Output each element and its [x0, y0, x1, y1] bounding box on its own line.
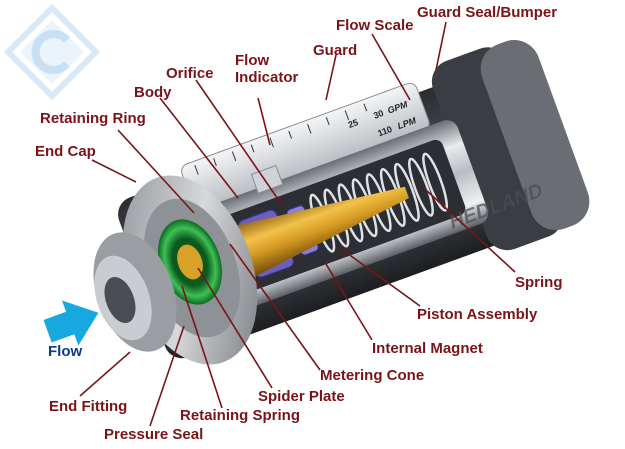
- label-retaining-ring: Retaining Ring: [40, 110, 146, 127]
- label-spider-plate: Spider Plate: [258, 388, 345, 405]
- label-orifice: Orifice: [166, 65, 214, 82]
- scale-gpm-value-2: 25: [347, 117, 360, 130]
- scale-lpm-value: 110: [376, 124, 393, 138]
- label-retaining-spring: Retaining Spring: [180, 407, 300, 424]
- label-flow: Flow: [48, 343, 83, 360]
- label-spring: Spring: [515, 274, 563, 291]
- label-flow-indicator-line1: Flow: [235, 52, 270, 69]
- label-body: Body: [134, 84, 172, 101]
- metering-cone: [203, 186, 409, 291]
- label-flow-indicator-line2: Indicator: [235, 69, 299, 86]
- label-flow-scale: Flow Scale: [336, 17, 414, 34]
- label-guard: Guard: [313, 42, 358, 59]
- label-metering-cone: Metering Cone: [320, 367, 425, 384]
- label-pressure-seal: Pressure Seal: [104, 426, 204, 443]
- arrow-right-icon: [43, 300, 99, 346]
- leader-lines: [79, 21, 516, 427]
- label-end-fitting: End Fitting: [49, 398, 128, 415]
- flow-scale-ticks: [194, 103, 368, 175]
- label-internal-magnet: Internal Magnet: [372, 340, 483, 357]
- label-piston-assembly: Piston Assembly: [417, 306, 538, 323]
- scale-gpm-value: 30: [372, 108, 385, 121]
- label-end-cap: End Cap: [35, 143, 96, 160]
- end-fitting: [93, 232, 177, 352]
- label-guard-seal-bumper: Guard Seal/Bumper: [417, 4, 558, 21]
- c-logo-icon: [3, 3, 101, 101]
